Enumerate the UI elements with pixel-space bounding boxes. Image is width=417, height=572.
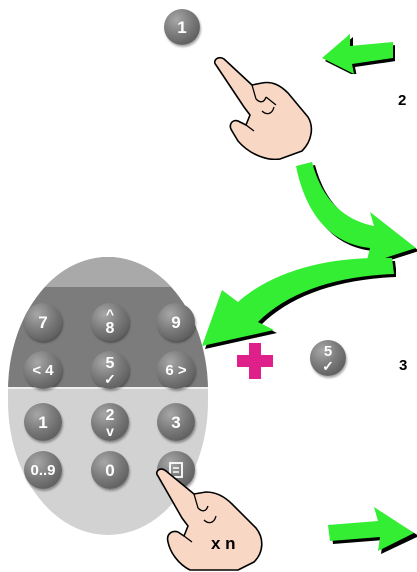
- curved-green-arrow-left-icon: [196, 248, 396, 358]
- key-1-label: 1: [177, 19, 186, 36]
- plus-icon: [237, 343, 273, 379]
- up-arrow-icon: ^: [106, 308, 114, 320]
- key-8-label: 8: [106, 321, 115, 337]
- repeat-count-label: x n: [211, 534, 236, 554]
- confirm-key-5-label: 5: [324, 344, 332, 359]
- key-6-label: 6 >: [165, 363, 186, 378]
- key-0-9-button[interactable]: 0..9: [24, 451, 62, 489]
- key-2-down-button[interactable]: 2 v: [91, 403, 129, 441]
- key-2-label: 2: [106, 408, 115, 424]
- step-2-label: 2: [398, 92, 406, 109]
- pointing-hand-icon: [210, 55, 320, 160]
- key-5-check-button[interactable]: 5 ✓: [91, 351, 129, 389]
- key-4-label: < 4: [32, 363, 53, 378]
- step-3-label: 3: [399, 357, 407, 374]
- key-7-label: 7: [38, 314, 47, 331]
- key-9-label: 9: [171, 314, 180, 331]
- key-3-label: 3: [171, 414, 180, 431]
- keypad-key-1-button[interactable]: 1: [24, 403, 62, 441]
- key-8-button[interactable]: ^ 8: [91, 303, 129, 341]
- key-6-right-button[interactable]: 6 >: [157, 351, 195, 389]
- green-arrow-icon: [320, 24, 395, 74]
- key-0-button[interactable]: 0: [91, 451, 129, 489]
- key-1-button[interactable]: 1: [164, 9, 200, 45]
- key-0-label: 0: [105, 462, 114, 479]
- down-arrow-icon: v: [106, 425, 114, 437]
- check-icon: ✓: [104, 373, 116, 385]
- key-5-label: 5: [106, 356, 115, 372]
- pointing-hand-keypad-icon: [150, 468, 268, 572]
- confirm-key-5-button[interactable]: 5 ✓: [310, 340, 346, 376]
- confirm-check-icon: ✓: [322, 360, 334, 372]
- keypad-key-1-label: 1: [38, 414, 47, 431]
- key-9-button[interactable]: 9: [157, 303, 195, 341]
- key-0-9-label: 0..9: [30, 463, 55, 478]
- key-4-left-button[interactable]: < 4: [24, 351, 62, 389]
- keypad-upper-band: [8, 257, 208, 287]
- key-7-button[interactable]: 7: [24, 303, 62, 341]
- green-arrow-right-icon: [328, 503, 417, 555]
- key-3-button[interactable]: 3: [157, 403, 195, 441]
